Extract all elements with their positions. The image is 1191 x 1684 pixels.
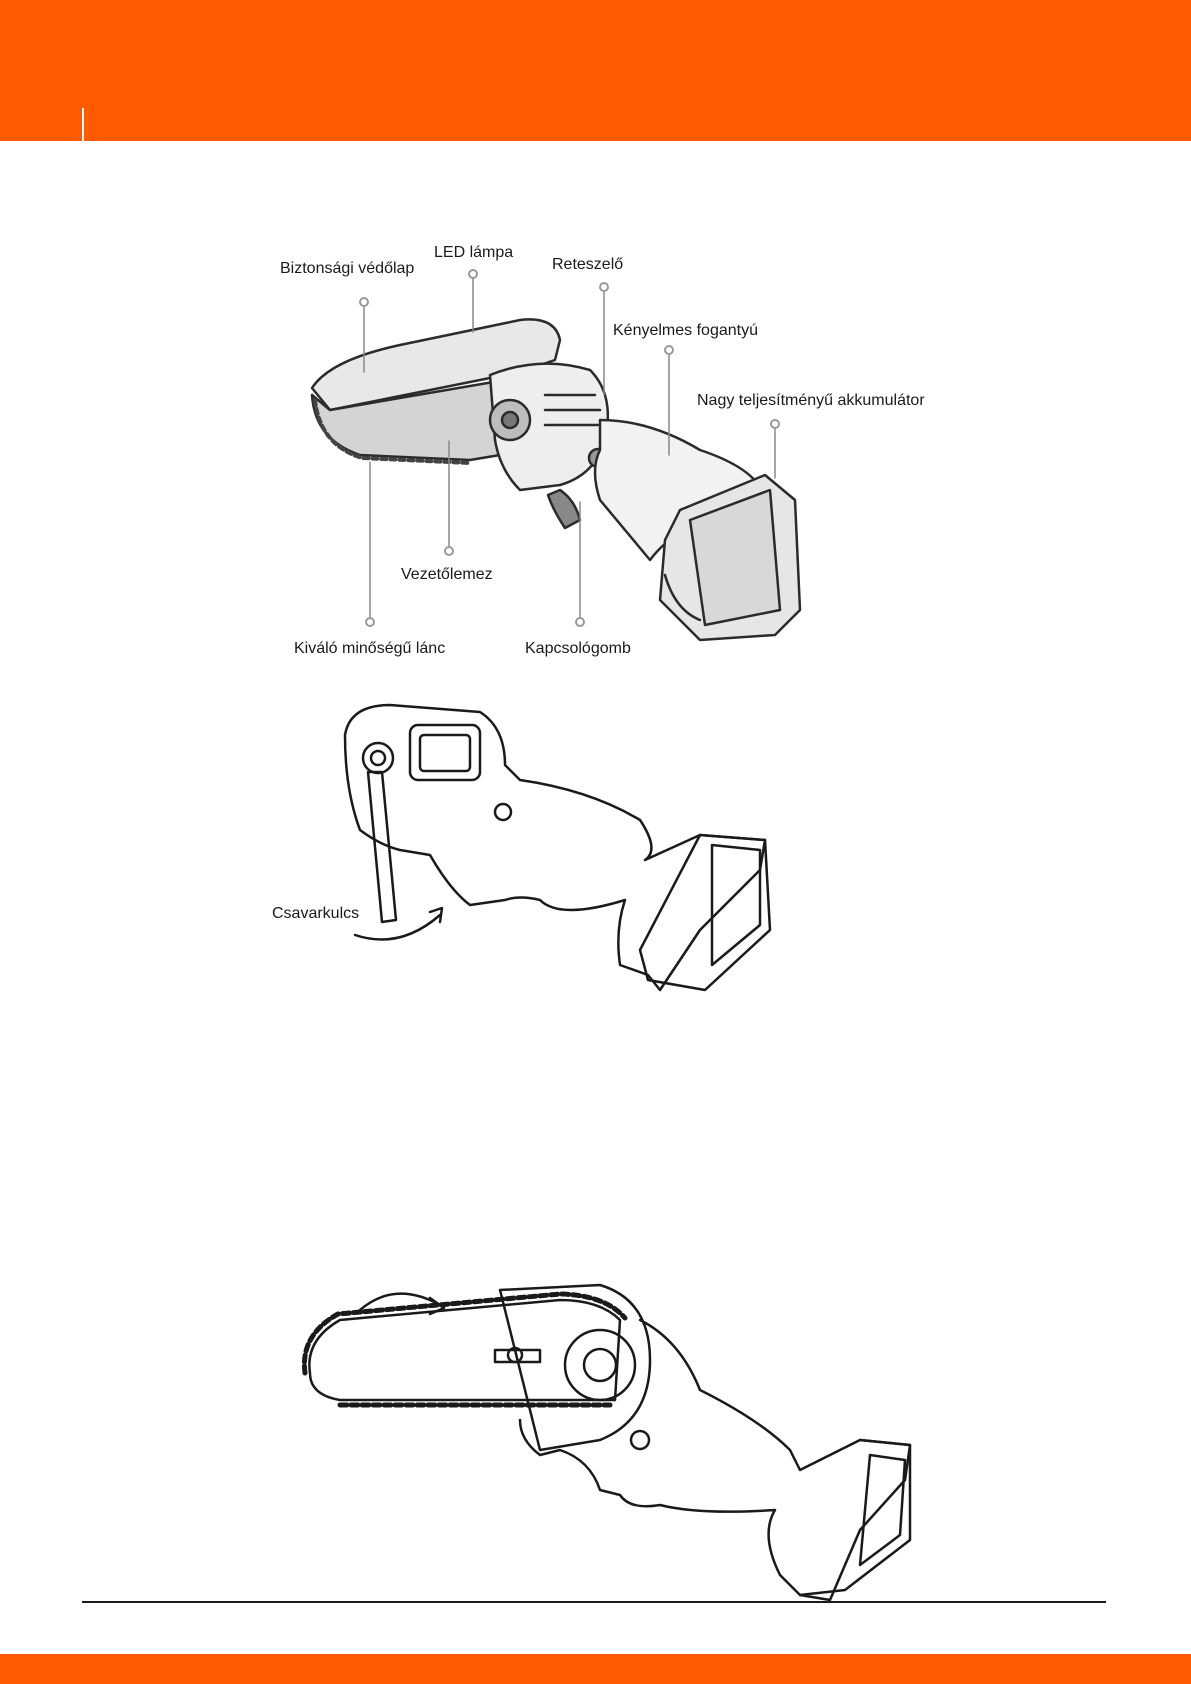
footer-band bbox=[0, 1654, 1191, 1684]
footer-divider bbox=[82, 1601, 1106, 1603]
